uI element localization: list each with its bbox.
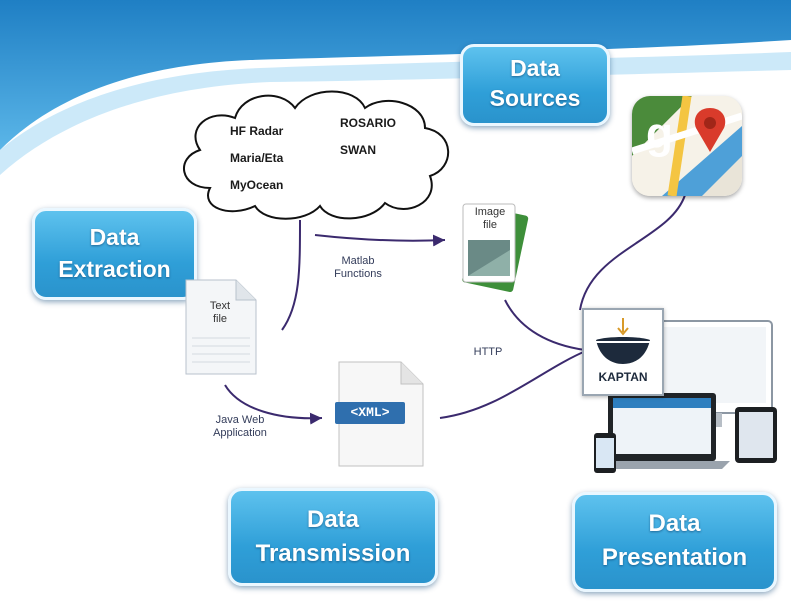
- data-extraction-box: Data Extraction: [32, 208, 197, 300]
- kaptan-label: KAPTAN: [598, 370, 648, 384]
- data-extraction-line2: Extraction: [58, 256, 171, 282]
- text-file-label-line2: file: [212, 313, 228, 325]
- data-presentation-box: Data Presentation: [572, 492, 777, 592]
- text-file-icon: [180, 278, 262, 378]
- java-line2: Application: [213, 427, 267, 439]
- matlab-line2: Functions: [334, 268, 382, 280]
- arrow-text-to-xml: [224, 384, 323, 425]
- text-file-label-line1: Text: [209, 300, 231, 312]
- data-presentation-line1: Data: [648, 510, 701, 537]
- svg-text:g: g: [646, 109, 673, 158]
- cloud-item-swan: SWAN: [340, 143, 376, 157]
- data-presentation-line2: Presentation: [601, 544, 748, 571]
- google-maps-icon: g: [632, 96, 742, 196]
- xml-file-icon: [335, 360, 427, 468]
- arrow-image-to-kaptan: [504, 299, 586, 351]
- cloud-item-maria-eta: Maria/Eta: [230, 151, 284, 165]
- text-file-label: Text file: [198, 300, 242, 326]
- data-transmission-line2: Transmission: [255, 540, 411, 567]
- cloud-item-rosario: ROSARIO: [340, 116, 397, 130]
- arrow-cloud-to-text: [281, 219, 301, 331]
- arrow-xml-to-kaptan: [439, 349, 589, 419]
- http-label: HTTP: [473, 346, 503, 358]
- data-transmission-line1: Data: [306, 506, 360, 533]
- image-file-label-line2: file: [482, 219, 498, 231]
- data-sources-box: Data Sources: [460, 44, 610, 126]
- data-sources-cloud: [183, 90, 450, 220]
- cloud-list-right: ROSARIO SWAN: [340, 110, 396, 164]
- arrow-to-image: [314, 234, 446, 247]
- cloud-item-myocean: MyOcean: [230, 178, 284, 192]
- data-sources-line1: Data: [510, 55, 560, 81]
- xml-tag-label: <XML>: [350, 405, 390, 420]
- ship-icon: [592, 318, 654, 364]
- arrow-maps-to-kaptan: [579, 194, 686, 311]
- data-sources-line2: Sources: [489, 85, 581, 111]
- image-file-label: Image file: [470, 206, 510, 232]
- image-file-icon: [455, 200, 535, 295]
- matlab-functions-label: Matlab Functions: [318, 255, 398, 281]
- matlab-line1: Matlab: [341, 255, 375, 267]
- kaptan-logo: KAPTAN: [582, 308, 664, 396]
- data-extraction-line1: Data: [89, 224, 140, 250]
- data-transmission-box: Data Transmission: [228, 488, 438, 586]
- java-web-app-label: Java Web Application: [200, 414, 280, 440]
- image-file-label-line1: Image: [474, 206, 506, 218]
- cloud-item-hf-radar: HF Radar: [230, 124, 284, 138]
- java-line1: Java Web: [215, 414, 265, 426]
- cloud-list-left: HF Radar Maria/Eta MyOcean: [230, 118, 283, 199]
- devices-illustration: [594, 320, 777, 473]
